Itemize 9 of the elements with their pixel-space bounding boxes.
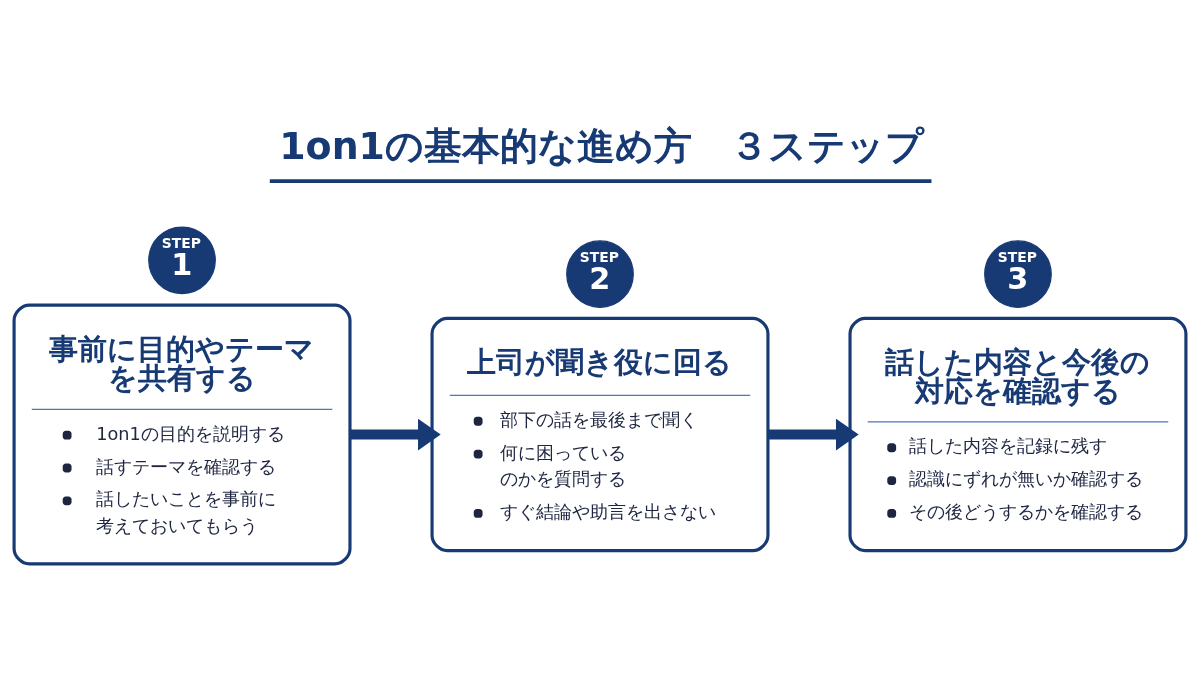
node-circle: STEP 1 [148,226,216,295]
node-box: 上司が聞き役に回る 部下の話を最後まで聞く 何に困っているのかを質問する すぐ結論や助言を出さない [430,316,770,553]
node-box: 話した内容と今後の対応を確認する 話した内容を記録に残す 認識にずれが無いか確認する その後どうするかを確認する [848,316,1188,553]
node-circle: STEP 3 [984,240,1052,309]
node-circle: STEP 2 [566,240,634,309]
arrow [350,418,441,451]
node-box: 事前に目的やテーマを共有する 1on1の目的を説明する 話すテーマを確認する 話したいことを事前に考えておいてもらう [12,303,352,566]
arrow [768,418,859,451]
diagram-title: 1on1の基本的な進め方 ３ステップ [279,124,924,169]
